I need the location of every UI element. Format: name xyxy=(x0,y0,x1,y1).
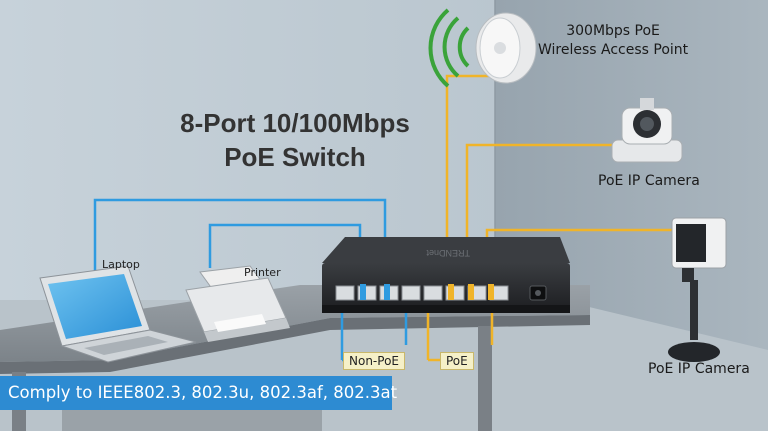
laptop-label: Laptop xyxy=(102,258,140,271)
dome-camera-icon xyxy=(611,98,683,163)
non-poe-tag: Non-PoE xyxy=(343,352,405,370)
title-line-1: 8-Port 10/100Mbps xyxy=(180,108,410,138)
printer-icon xyxy=(185,265,290,342)
poe-tag: PoE xyxy=(440,352,474,370)
access-point-label: 300Mbps PoE Wireless Access Point xyxy=(538,22,688,60)
switch-icon: TRENDnet xyxy=(322,237,570,313)
printer-label: Printer xyxy=(244,266,281,279)
access-point-label-line-1: 300Mbps PoE xyxy=(566,23,660,39)
laptop-icon xyxy=(39,265,197,363)
desk-leg xyxy=(478,326,492,431)
desk-edge xyxy=(0,315,590,374)
cabinet xyxy=(62,410,322,431)
camera-top-label: PoE IP Camera xyxy=(598,173,700,189)
access-point-icon xyxy=(475,12,537,84)
camera-bottom-label: PoE IP Camera xyxy=(648,361,750,377)
svg-text:TRENDnet: TRENDnet xyxy=(426,248,470,258)
wifi-signal-icon xyxy=(428,8,470,88)
box-camera-icon xyxy=(668,217,727,362)
diagram-title: 8-Port 10/100Mbps PoE Switch xyxy=(160,106,430,174)
access-point-label-line-2: Wireless Access Point xyxy=(538,42,689,58)
title-line-2: PoE Switch xyxy=(224,142,366,172)
standards-banner: Comply to IEEE802.3, 802.3u, 802.3af, 80… xyxy=(0,376,397,410)
camera-top-cable xyxy=(465,143,630,282)
